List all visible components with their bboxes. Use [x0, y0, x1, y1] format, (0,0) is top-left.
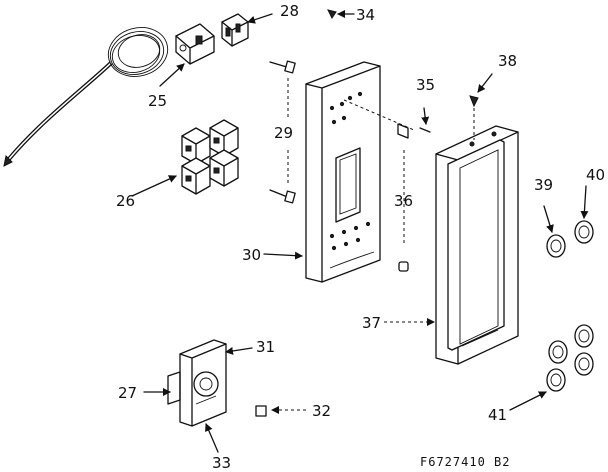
callout-33: 33	[212, 454, 231, 472]
switch-part	[221, 13, 249, 47]
callout-35: 35	[416, 76, 435, 94]
screw-38-part	[469, 95, 479, 140]
callout-26: 26	[116, 192, 135, 210]
callout-30: 30	[242, 246, 261, 264]
door-frame-part	[435, 125, 519, 365]
callout-36: 36	[394, 192, 413, 210]
relay-block-part	[181, 119, 239, 195]
drawing-code: F6727410 B2	[420, 455, 510, 469]
callout-41: 41	[488, 406, 507, 424]
thermostat-part	[3, 23, 215, 167]
leader-lines	[131, 10, 589, 453]
timer-housing-part	[167, 339, 227, 427]
callout-34: 34	[356, 6, 375, 24]
callout-32: 32	[312, 402, 331, 420]
callout-40: 40	[586, 166, 605, 184]
callout-25: 25	[148, 92, 167, 110]
knob-set-part	[546, 324, 594, 392]
screw-32-part	[255, 405, 267, 417]
callout-27: 27	[118, 384, 137, 402]
callout-28: 28	[280, 2, 299, 20]
control-panel-part	[305, 61, 381, 283]
pin-part	[343, 99, 431, 272]
callout-37: 37	[362, 314, 381, 332]
screw-part	[269, 60, 296, 204]
callout-31: 31	[256, 338, 275, 356]
screw-34-part	[327, 9, 337, 19]
callout-38: 38	[498, 52, 517, 70]
knob-part	[546, 220, 594, 258]
callout-39: 39	[534, 176, 553, 194]
callout-29: 29	[274, 124, 293, 142]
